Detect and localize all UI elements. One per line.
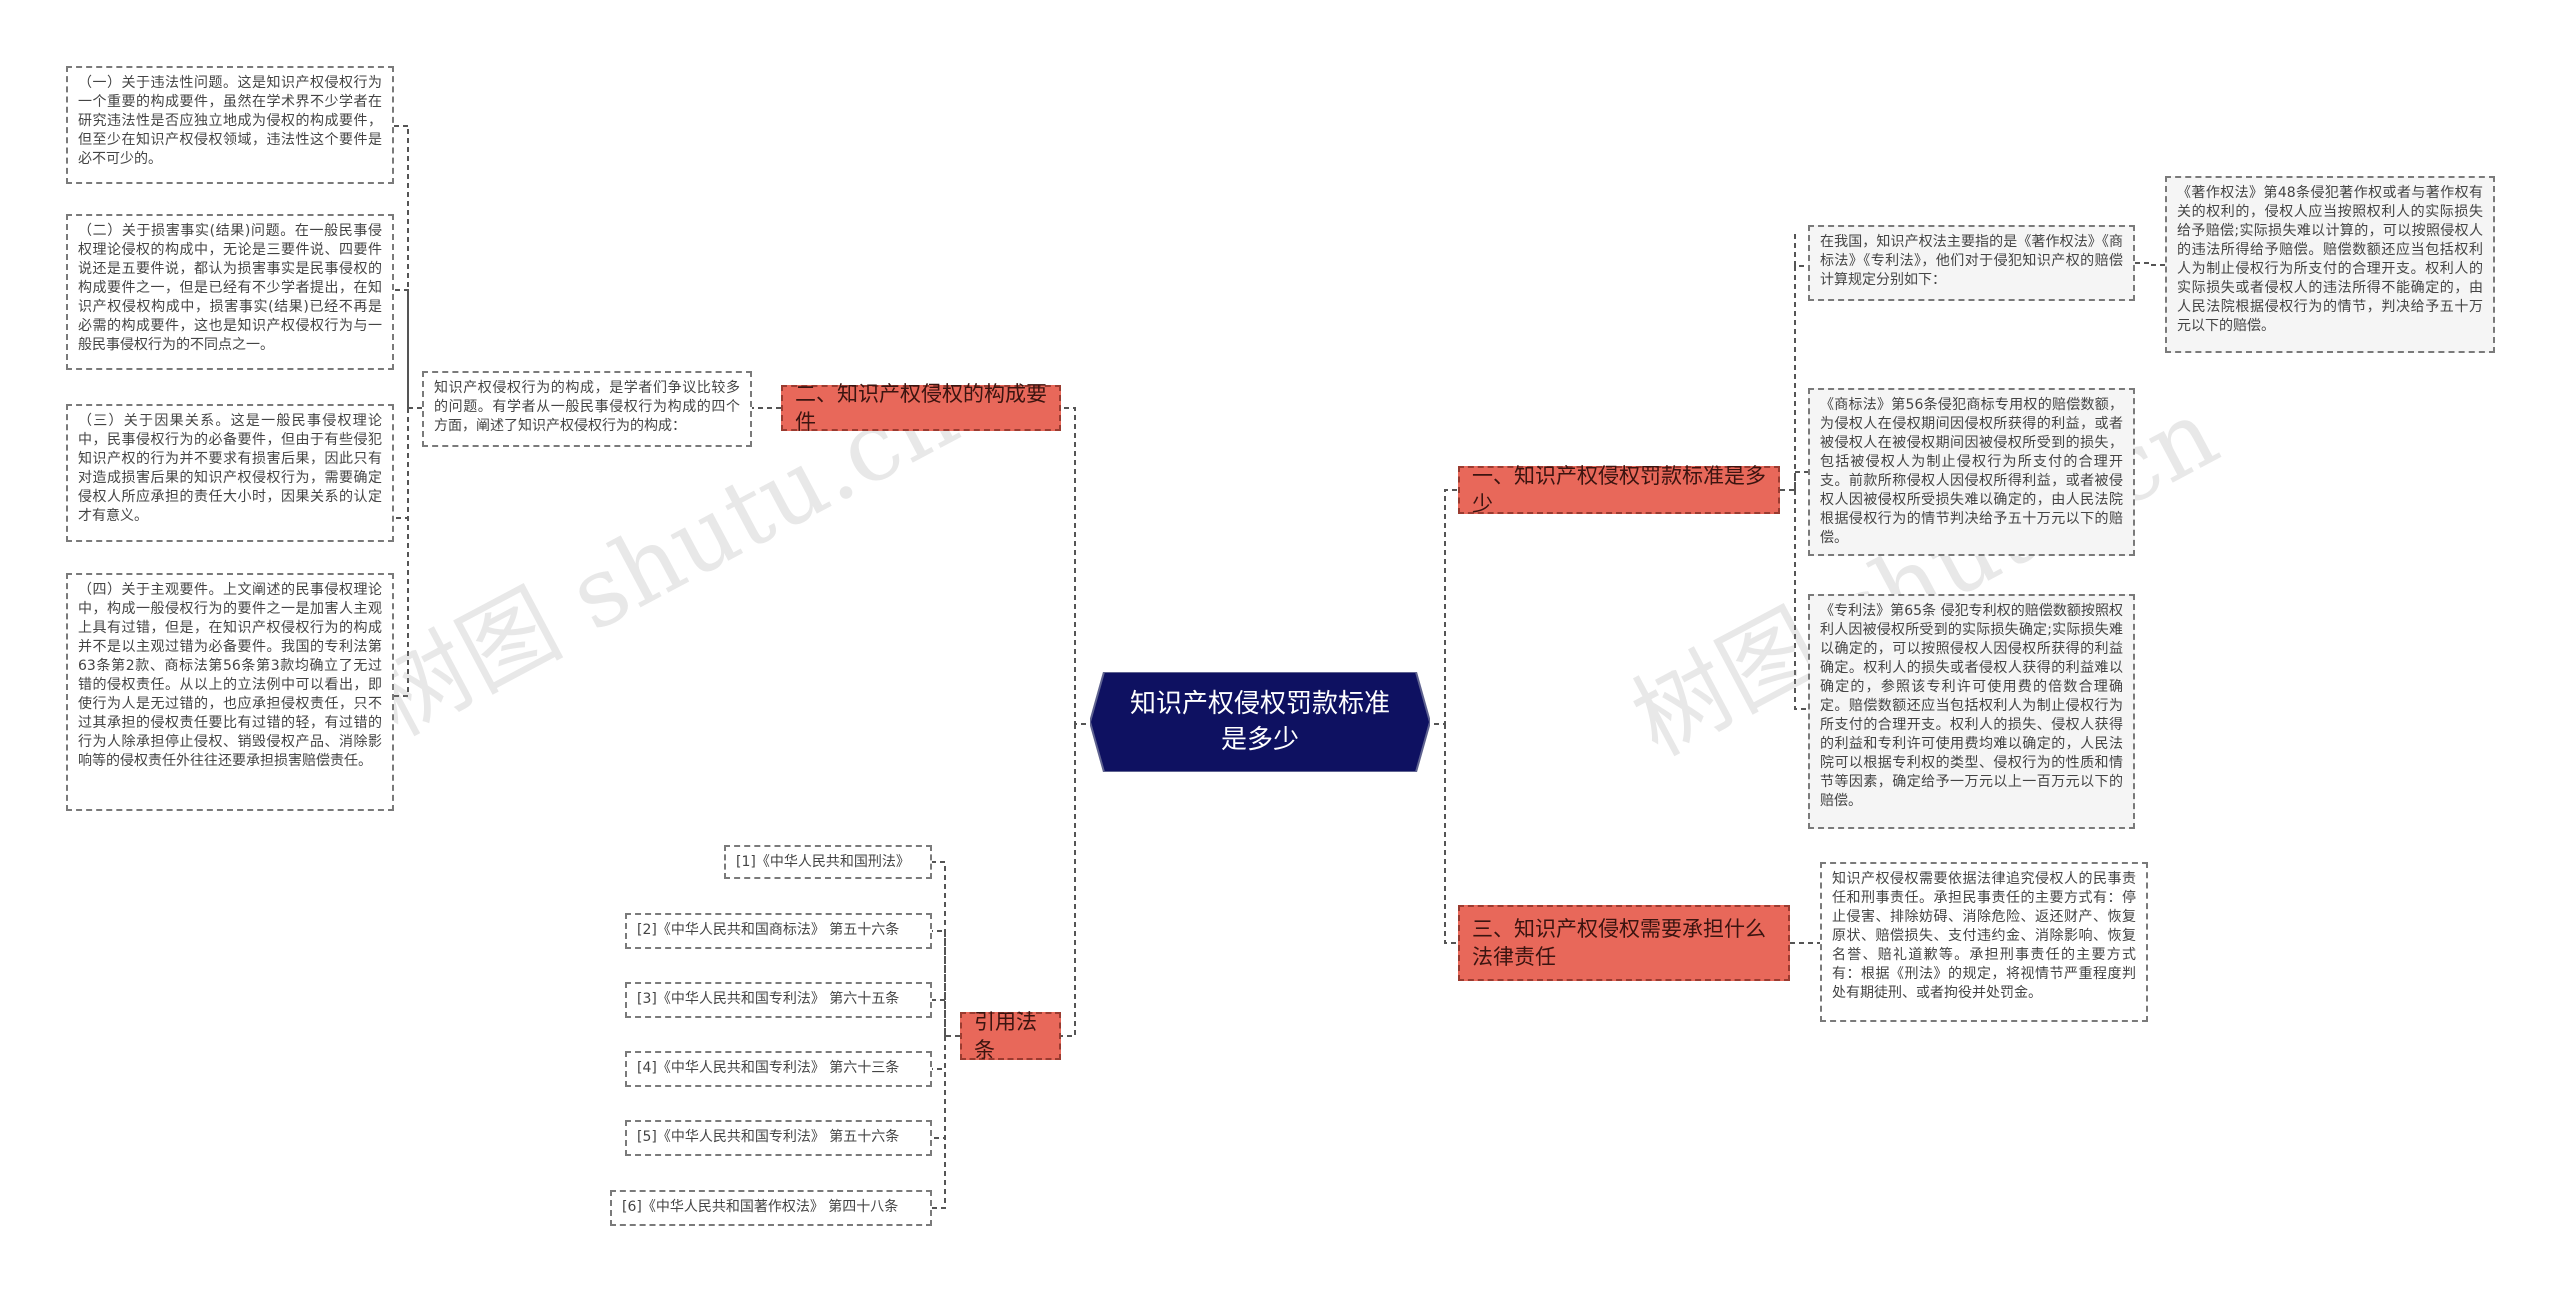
cited-law-item[interactable]: [5]《中华人民共和国专利法》 第五十六条 — [625, 1120, 932, 1156]
damage-fact-text: （二）关于损害事实(结果)问题。在一般民事侵权理论侵权的构成中，无论是三要件说、… — [78, 223, 382, 353]
cited-law-item[interactable]: [4]《中华人民共和国专利法》 第六十三条 — [625, 1051, 932, 1087]
central-topic[interactable]: 知识产权侵权罚款标准是多少 — [1090, 672, 1430, 772]
branch-infringement-elements-label: 二、知识产权侵权的构成要件 — [795, 382, 1047, 434]
branch-legal-liability[interactable]: 三、知识产权侵权需要承担什么法律责任 — [1458, 905, 1790, 981]
causation-note[interactable]: （三）关于因果关系。这是一般民事侵权理论中，民事侵权行为的必备要件，但由于有些侵… — [66, 404, 394, 542]
legal-liability-note[interactable]: 知识产权侵权需要依据法律追究侵权人的民事责任和刑事责任。承担民事责任的主要方式有… — [1820, 862, 2148, 1022]
legal-liability-text: 知识产权侵权需要依据法律追究侵权人的民事责任和刑事责任。承担民事责任的主要方式有… — [1832, 871, 2136, 1001]
penalty-intro-text: 在我国，知识产权法主要指的是《著作权法》《商标法》《专利法》，他们对于侵犯知识产… — [1820, 234, 2123, 288]
subjective-element-note[interactable]: （四）关于主观要件。上文阐述的民事侵权理论中，构成一般侵权行为的要件之一是加害人… — [66, 573, 394, 811]
cited-law-text: [2]《中华人民共和国商标法》 第五十六条 — [637, 922, 900, 938]
central-topic-label: 知识产权侵权罚款标准是多少 — [1130, 689, 1391, 755]
cited-law-item[interactable]: [3]《中华人民共和国专利法》 第六十五条 — [625, 982, 932, 1018]
causation-text: （三）关于因果关系。这是一般民事侵权理论中，民事侵权行为的必备要件，但由于有些侵… — [78, 413, 382, 524]
cited-law-text: [4]《中华人民共和国专利法》 第六十三条 — [637, 1060, 900, 1076]
illegality-note[interactable]: （一）关于违法性问题。这是知识产权侵权行为一个重要的构成要件，虽然在学术界不少学… — [66, 66, 394, 184]
trademark-law-note[interactable]: 《商标法》第56条侵犯商标专用权的赔偿数额，为侵权人在侵权期间因侵权所获得的利益… — [1808, 388, 2135, 556]
branch-legal-liability-label: 三、知识产权侵权需要承担什么法律责任 — [1472, 917, 1766, 969]
penalty-intro-note[interactable]: 在我国，知识产权法主要指的是《著作权法》《商标法》《专利法》，他们对于侵犯知识产… — [1808, 225, 2135, 301]
elements-intro-note[interactable]: 知识产权侵权行为的构成，是学者们争议比较多的问题。有学者从一般民事侵权行为构成的… — [422, 371, 752, 447]
branch-penalty-standard-label: 一、知识产权侵权罚款标准是多少 — [1472, 464, 1766, 516]
cited-law-text: [5]《中华人民共和国专利法》 第五十六条 — [637, 1129, 900, 1145]
copyright-law-text: 《著作权法》第48条侵犯著作权或者与著作权有关的权利的，侵权人应当按照权利人的实… — [2177, 185, 2483, 334]
trademark-law-text: 《商标法》第56条侵犯商标专用权的赔偿数额，为侵权人在侵权期间因侵权所获得的利益… — [1820, 397, 2123, 546]
branch-penalty-standard[interactable]: 一、知识产权侵权罚款标准是多少 — [1458, 464, 1780, 516]
damage-fact-note[interactable]: （二）关于损害事实(结果)问题。在一般民事侵权理论侵权的构成中，无论是三要件说、… — [66, 214, 394, 370]
branch-cited-laws-label: 引用法条 — [974, 1010, 1037, 1062]
elements-intro-text: 知识产权侵权行为的构成，是学者们争议比较多的问题。有学者从一般民事侵权行为构成的… — [434, 380, 740, 434]
branch-cited-laws[interactable]: 引用法条 — [960, 1010, 1061, 1062]
branch-infringement-elements[interactable]: 二、知识产权侵权的构成要件 — [781, 382, 1061, 434]
copyright-law-note[interactable]: 《著作权法》第48条侵犯著作权或者与著作权有关的权利的，侵权人应当按照权利人的实… — [2165, 176, 2495, 353]
illegality-text: （一）关于违法性问题。这是知识产权侵权行为一个重要的构成要件，虽然在学术界不少学… — [78, 75, 382, 167]
cited-law-item[interactable]: [1]《中华人民共和国刑法》 — [724, 845, 932, 879]
cited-law-text: [1]《中华人民共和国刑法》 — [736, 854, 910, 870]
cited-law-item[interactable]: [6]《中华人民共和国著作权法》 第四十八条 — [610, 1190, 932, 1226]
cited-law-item[interactable]: [2]《中华人民共和国商标法》 第五十六条 — [625, 913, 932, 949]
cited-law-text: [3]《中华人民共和国专利法》 第六十五条 — [637, 991, 900, 1007]
central-topic-shape — [1090, 672, 1430, 772]
subjective-element-text: （四）关于主观要件。上文阐述的民事侵权理论中，构成一般侵权行为的要件之一是加害人… — [78, 582, 382, 769]
cited-law-text: [6]《中华人民共和国著作权法》 第四十八条 — [622, 1199, 899, 1215]
patent-law-text: 《专利法》第65条 侵犯专利权的赔偿数额按照权利人因被侵权所受到的实际损失确定;… — [1820, 603, 2123, 809]
patent-law-note[interactable]: 《专利法》第65条 侵犯专利权的赔偿数额按照权利人因被侵权所受到的实际损失确定;… — [1808, 594, 2135, 829]
